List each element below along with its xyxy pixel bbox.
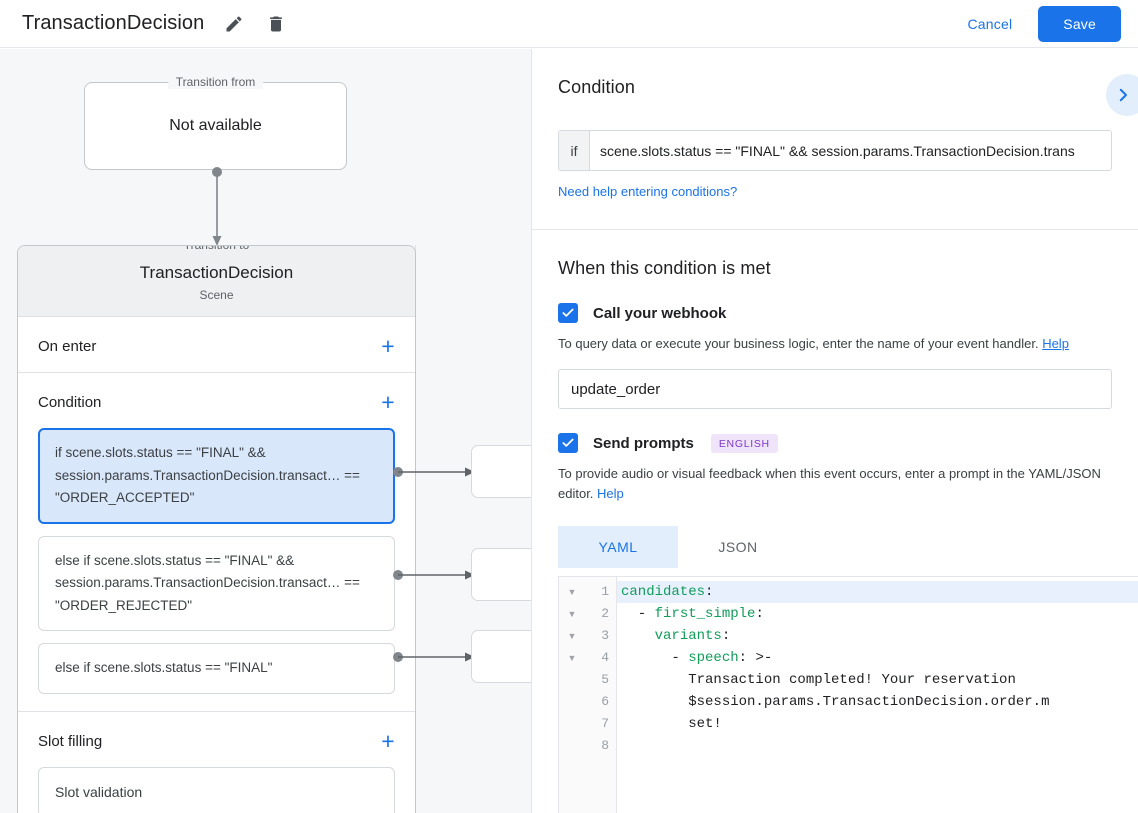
scene-name: TransactionDecision: [139, 263, 294, 282]
webhook-checkbox-row: Call your webhook: [558, 303, 1112, 323]
code-line: [617, 735, 1138, 757]
call-webhook-checkbox[interactable]: [558, 303, 578, 323]
tab-yaml[interactable]: YAML: [558, 526, 678, 569]
line-number: 4: [601, 650, 609, 666]
fold-marker-3[interactable]: ▼: [567, 631, 577, 642]
condition-card-0[interactable]: if scene.slots.status == "FINAL" && sess…: [38, 428, 395, 524]
fold-marker-5: [559, 669, 585, 691]
transition-from-value: Not available: [169, 117, 262, 134]
target-node-1[interactable]: [471, 548, 531, 601]
tab-json[interactable]: JSON: [718, 539, 758, 556]
expand-panel-button[interactable]: [1106, 74, 1138, 116]
condition-section: Condition if Need help entering conditio…: [532, 49, 1138, 201]
transition-arrow-icon: [212, 167, 222, 246]
slot-validation-card[interactable]: Slot validation: [38, 766, 395, 813]
add-on-enter-button[interactable]: +: [381, 333, 395, 359]
add-condition-button[interactable]: +: [381, 389, 395, 415]
code-line: variants:: [654, 628, 731, 645]
webhook-help-link[interactable]: Help: [1042, 336, 1069, 351]
section-title-slot-filling: Slot filling: [38, 732, 103, 750]
fold-marker-7: [559, 713, 585, 735]
section-on-enter: On enter +: [18, 317, 415, 373]
line-number: 2: [601, 606, 609, 622]
line-number: 5: [601, 672, 609, 688]
check-icon: [562, 438, 574, 447]
prompts-helptext: To provide audio or visual feedback when…: [558, 464, 1112, 504]
fold-marker-8: [559, 735, 585, 757]
event-handler-input[interactable]: [558, 369, 1112, 410]
slot-filling-list: Slot validation: [18, 766, 415, 813]
condition-help-link[interactable]: Need help entering conditions?: [558, 184, 738, 199]
target-node-0[interactable]: [471, 445, 531, 498]
check-icon: [562, 308, 574, 317]
prompts-helptext-text: To provide audio or visual feedback when…: [558, 466, 1101, 502]
condition-heading: Condition: [558, 77, 635, 97]
when-condition-met-section: When this condition is met Call your web…: [532, 230, 1138, 569]
webhook-helptext: To query data or execute your business l…: [558, 334, 1112, 354]
line-number: 8: [601, 738, 609, 754]
send-prompts-checkbox[interactable]: [558, 433, 578, 454]
condition-input[interactable]: [590, 131, 1111, 170]
code-line: candidates:: [617, 581, 1138, 604]
code-line: Transaction completed! Your reservation: [621, 672, 1016, 689]
when-condition-met-heading: When this condition is met: [558, 258, 771, 278]
webhook-helptext-text: To query data or execute your business l…: [558, 336, 1043, 351]
condition-edge-0-icon: [393, 467, 475, 477]
scene-header[interactable]: Transition to TransactionDecision Scene: [18, 245, 415, 317]
line-number: 6: [601, 694, 609, 710]
section-title-condition: Condition: [38, 394, 102, 411]
code-line: - first_simple:: [621, 606, 764, 623]
editor-format-tabs: YAML JSON: [558, 526, 1112, 569]
code-line: $session.params.TransactionDecision.orde…: [621, 694, 1050, 711]
send-prompts-label: Send prompts: [593, 434, 694, 452]
panel-divider: [532, 229, 1138, 230]
fold-marker-2[interactable]: ▼: [567, 609, 577, 620]
prompts-help-link[interactable]: Help: [597, 486, 624, 502]
condition-field-row: if: [558, 130, 1112, 171]
language-badge: ENGLISH: [710, 433, 778, 453]
cancel-button[interactable]: Cancel: [956, 7, 1025, 41]
call-webhook-label: Call your webhook: [593, 304, 727, 322]
fold-marker-1[interactable]: ▼: [567, 587, 577, 598]
transition-to-node: Transition to TransactionDecision Scene …: [17, 245, 416, 813]
save-button[interactable]: Save: [1038, 5, 1121, 42]
condition-card-1[interactable]: else if scene.slots.status == "FINAL" &&…: [38, 535, 395, 632]
line-number: 7: [601, 716, 609, 732]
trash-icon[interactable]: [264, 12, 288, 36]
condition-edge-2-icon: [393, 652, 475, 662]
target-node-2[interactable]: [471, 630, 531, 683]
details-panel: Condition if Need help entering conditio…: [531, 49, 1138, 813]
chevron-right-icon: [1119, 88, 1127, 102]
condition-list: if scene.slots.status == "FINAL" && sess…: [18, 428, 415, 711]
condition-edge-1-icon: [393, 570, 475, 580]
editor-line-numbers: 1 2 3 4 5 6 7 8: [585, 577, 617, 813]
code-line: set!: [621, 716, 722, 733]
line-number: 1: [601, 584, 609, 600]
scene-graph-canvas[interactable]: Transition from Not available Transition…: [0, 49, 531, 813]
fold-marker-4[interactable]: ▼: [567, 653, 577, 664]
scene-type: Scene: [199, 288, 234, 302]
add-slot-filling-button[interactable]: +: [381, 727, 395, 754]
code-line: - speech: >-: [621, 650, 773, 667]
transition-from-node[interactable]: Transition from Not available: [84, 75, 347, 170]
prompts-checkbox-row: Send prompts ENGLISH: [558, 433, 1112, 454]
pencil-icon[interactable]: [222, 12, 246, 36]
section-title-on-enter: On enter: [38, 338, 97, 355]
page-title: TransactionDecision: [22, 12, 205, 34]
section-condition: Condition + if scene.slots.status == "FI…: [18, 373, 415, 712]
transition-from-legend: Transition from: [167, 75, 264, 89]
yaml-editor[interactable]: ▼ ▼ ▼ ▼ 1 2 3 4 5 6 7 8 candidates: - fi…: [558, 576, 1138, 813]
condition-card-2[interactable]: else if scene.slots.status == "FINAL": [38, 643, 395, 694]
app-header: TransactionDecision Cancel Save: [0, 0, 1138, 48]
editor-fold-gutter: ▼ ▼ ▼ ▼: [559, 577, 585, 813]
line-number: 3: [601, 628, 609, 644]
if-label: if: [559, 131, 590, 170]
fold-marker-6: [559, 691, 585, 713]
transition-to-legend: Transition to: [175, 245, 258, 252]
section-slot-filling: Slot filling + Slot validation: [18, 712, 415, 813]
editor-code-area[interactable]: candidates: - first_simple: variants: - …: [617, 577, 1138, 813]
